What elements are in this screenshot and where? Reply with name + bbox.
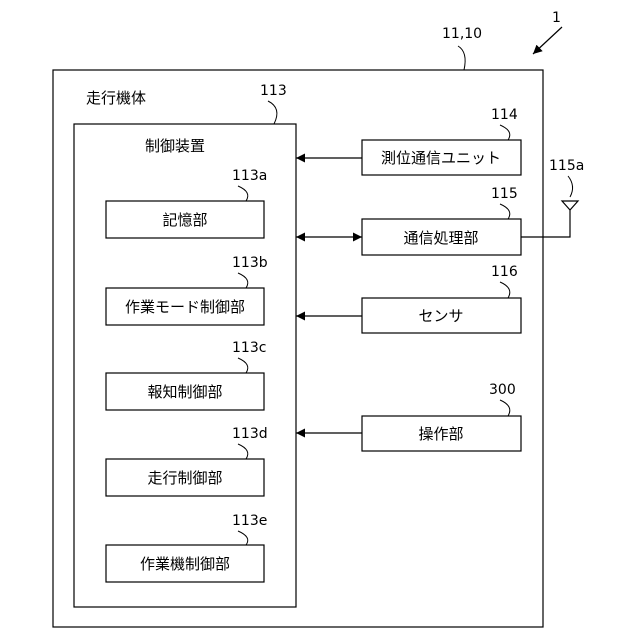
- peripheral-leader-positioning: [500, 125, 510, 140]
- peripheral-ref-operation: 300: [489, 382, 516, 398]
- module-leader-work-mode: [238, 273, 248, 288]
- vehicle-ref-label: 11,10: [442, 26, 482, 42]
- peripheral-ref-communication: 115: [491, 186, 518, 202]
- peripheral-label-operation: 操作部: [418, 425, 463, 443]
- peripheral-leader-communication: [500, 204, 510, 219]
- module-label-implement: 作業機制御部: [140, 555, 230, 573]
- vehicle-ref-leader: [458, 46, 465, 70]
- controller-ref-leader: [268, 101, 277, 124]
- vehicle-body-title: 走行機体: [86, 89, 146, 107]
- controller-ref-label: 113: [260, 83, 287, 99]
- module-leader-storage: [238, 186, 248, 201]
- peripheral-leader-sensor: [500, 282, 510, 298]
- peripheral-leader-operation: [500, 400, 510, 416]
- figure-ref-label: 1: [552, 10, 561, 26]
- peripheral-label-sensor: センサ: [418, 307, 463, 325]
- module-label-travel: 走行制御部: [147, 469, 222, 487]
- module-label-notification: 報知制御部: [147, 383, 222, 401]
- controller-box: [74, 124, 296, 607]
- module-leader-implement: [238, 531, 248, 545]
- module-ref-notification: 113c: [232, 340, 266, 356]
- peripheral-ref-sensor: 116: [491, 264, 518, 280]
- module-label-work-mode: 作業モード制御部: [125, 298, 245, 316]
- module-ref-travel: 113d: [232, 426, 268, 442]
- antenna-ref-leader: [568, 176, 573, 197]
- module-label-storage: 記憶部: [162, 211, 207, 229]
- module-leader-notification: [238, 358, 248, 373]
- module-ref-work-mode: 113b: [232, 255, 268, 271]
- peripheral-label-positioning: 測位通信ユニット: [381, 149, 501, 167]
- antenna-line: [521, 210, 570, 237]
- antenna-icon: [562, 201, 578, 210]
- module-leader-travel: [238, 444, 248, 459]
- peripheral-ref-positioning: 114: [491, 107, 518, 123]
- module-ref-storage: 113a: [232, 168, 267, 184]
- controller-title: 制御装置: [145, 137, 205, 155]
- figure-ref-arrow: [533, 27, 562, 54]
- module-ref-implement: 113e: [232, 513, 267, 529]
- peripheral-label-communication: 通信処理部: [403, 229, 478, 247]
- antenna-ref-label: 115a: [549, 158, 584, 174]
